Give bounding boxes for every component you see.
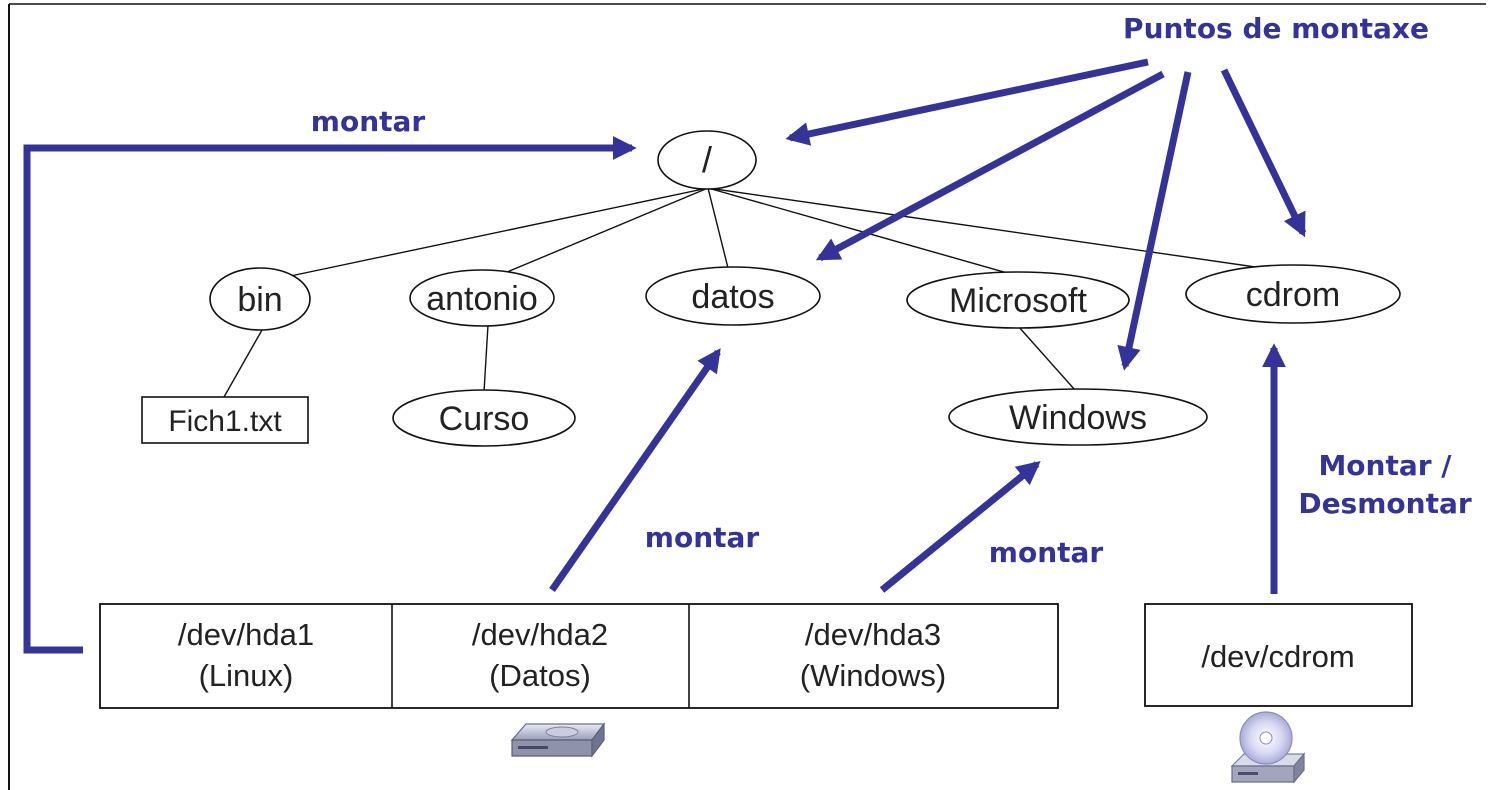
tree-node-cdrom: cdrom <box>1185 264 1401 324</box>
arrow-mountpoints-cdrom <box>1220 68 1307 238</box>
arrow-hda3-windows <box>879 460 1041 593</box>
arrow-hda2-datos <box>549 348 721 593</box>
tree-node-root: / <box>657 130 757 190</box>
label-mount-root: montar <box>311 105 426 138</box>
partition-hda1-label: (Linux) <box>199 658 294 693</box>
tree-node-cdrom-label: cdrom <box>1246 276 1340 314</box>
partition-table: /dev/hda1 (Linux) /dev/hda2 (Datos) /dev… <box>99 603 1059 709</box>
tree-node-fich1-file: Fich1.txt <box>141 396 309 444</box>
mount-arrows <box>23 58 1307 654</box>
arrow-mountpoints-root <box>785 58 1149 146</box>
tree-node-microsoft: Microsoft <box>906 271 1130 329</box>
tree-node-curso-label: Curso <box>439 400 530 438</box>
partition-hda3-device: /dev/hda3 <box>805 617 941 652</box>
tree-node-root-label: / <box>702 139 712 180</box>
tree-node-antonio-label: antonio <box>426 280 538 318</box>
tree-node-windows-label: Windows <box>1009 399 1147 437</box>
label-mount-unmount-line2: Desmontar <box>1298 487 1472 520</box>
cdrom-device-label: /dev/cdrom <box>1201 639 1354 674</box>
label-mount-datos: montar <box>645 521 760 554</box>
tree-node-fich1-label: Fich1.txt <box>168 405 282 438</box>
tree-node-bin-label: bin <box>237 281 282 319</box>
partition-hda2-device: /dev/hda2 <box>472 617 608 652</box>
partition-hda3-label: (Windows) <box>800 658 946 693</box>
cdrom-device-box: /dev/cdrom <box>1144 603 1413 707</box>
arrow-mountpoints-datos <box>815 70 1165 262</box>
tree-node-antonio: antonio <box>409 269 555 327</box>
partition-hda2-label: (Datos) <box>489 658 591 693</box>
hard-disk-icon <box>510 722 606 758</box>
tree-node-datos: datos <box>645 266 821 326</box>
cd-drive-icon <box>1230 711 1306 784</box>
tree-node-datos-label: datos <box>691 278 774 316</box>
tree-node-microsoft-label: Microsoft <box>949 282 1087 320</box>
label-mount-unmount-line1: Montar / <box>1318 449 1452 482</box>
partition-hda1-device: /dev/hda1 <box>178 617 314 652</box>
arrow-mount-root <box>23 136 637 654</box>
tree-node-bin: bin <box>209 267 311 331</box>
label-mount-windows: montar <box>989 536 1104 569</box>
label-mount-points: Puntos de montaxe <box>1123 12 1429 45</box>
arrow-mountpoints-windows <box>1117 71 1192 371</box>
tree-node-windows: Windows <box>948 388 1208 446</box>
tree-node-curso: Curso <box>392 389 576 447</box>
